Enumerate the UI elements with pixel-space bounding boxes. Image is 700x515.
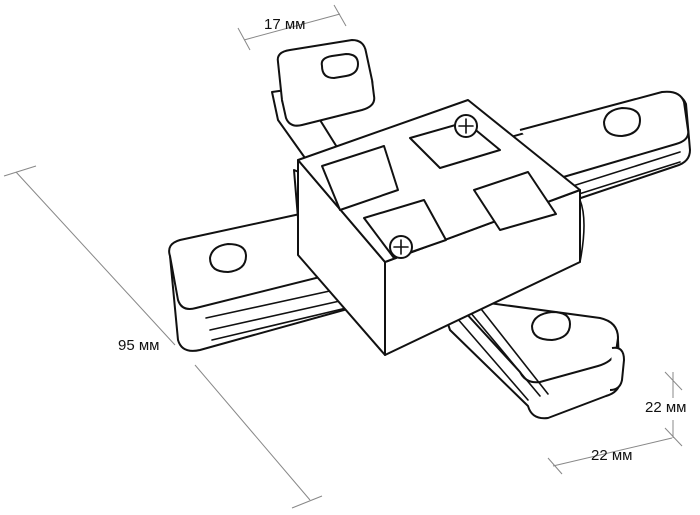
arm-top-left xyxy=(271,39,376,166)
width-dimension-label: 17 мм xyxy=(264,16,306,33)
screw-icon xyxy=(454,114,478,138)
arm-bottom-right xyxy=(439,297,625,420)
depth-dimension-label: 22 мм xyxy=(591,447,633,464)
dimension-lines xyxy=(3,4,683,509)
height-dimension-label: 22 мм xyxy=(645,399,687,416)
center-block xyxy=(297,99,585,356)
screw-icon xyxy=(389,235,413,259)
length-dimension-label: 95 мм xyxy=(118,337,160,354)
